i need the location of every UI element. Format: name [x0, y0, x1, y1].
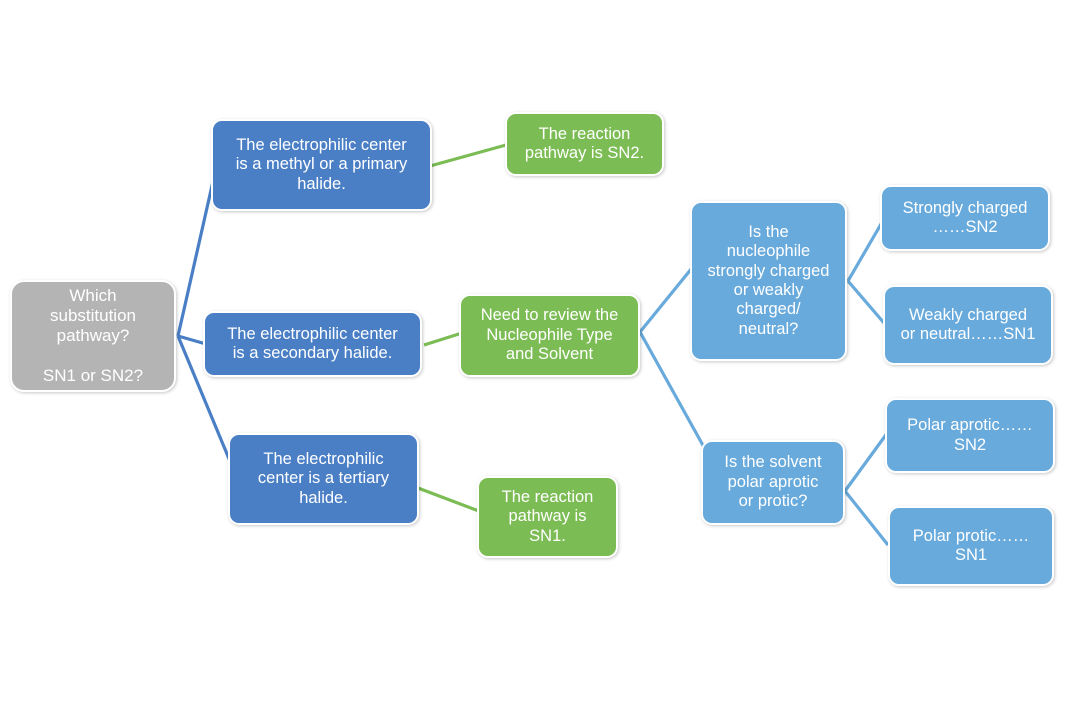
node-result-sn1-label: The reaction pathway is SN1.	[501, 487, 594, 545]
node-root-question-label: Which substitution pathway? SN1 or SN2?	[42, 285, 144, 386]
edge-solvent-to-polar-protic	[843, 490, 890, 546]
node-question-nucleophile[interactable]: Is the nucleophile strongly charged or w…	[690, 201, 847, 361]
node-answer-strongly-charged[interactable]: Strongly charged ……SN2	[880, 185, 1050, 251]
node-review-nucleophile-solvent[interactable]: Need to review the Nucleophile Type and …	[459, 294, 640, 377]
node-primary-halide[interactable]: The electrophilic center is a methyl or …	[211, 119, 432, 211]
node-answer-polar-protic[interactable]: Polar protic…… SN1	[888, 506, 1054, 586]
node-answer-strongly-charged-label: Strongly charged ……SN2	[902, 198, 1028, 236]
node-secondary-halide-label: The electrophilic center is a secondary …	[227, 324, 398, 362]
node-root-question[interactable]: Which substitution pathway? SN1 or SN2?	[10, 280, 176, 392]
node-answer-weakly-charged[interactable]: Weakly charged or neutral……SN1	[883, 285, 1053, 365]
node-question-nucleophile-label: Is the nucleophile strongly charged or w…	[707, 222, 830, 338]
node-answer-polar-protic-label: Polar protic…… SN1	[912, 526, 1030, 564]
edge-secondary-to-review	[423, 331, 463, 347]
node-answer-polar-aprotic[interactable]: Polar aprotic…… SN2	[885, 398, 1055, 473]
node-answer-polar-aprotic-label: Polar aprotic…… SN2	[907, 416, 1033, 454]
node-tertiary-halide[interactable]: The electrophilic center is a tertiary h…	[228, 433, 419, 525]
edge-review-to-nucleophile-question	[638, 266, 694, 334]
node-answer-weakly-charged-label: Weakly charged or neutral……SN1	[900, 305, 1036, 343]
edge-root-to-secondary	[177, 334, 207, 346]
node-primary-halide-label: The electrophilic center is a methyl or …	[235, 135, 408, 193]
node-secondary-halide[interactable]: The electrophilic center is a secondary …	[203, 311, 422, 377]
node-review-nucleophile-solvent-label: Need to review the Nucleophile Type and …	[480, 306, 619, 364]
node-result-sn2-label: The reaction pathway is SN2.	[524, 124, 645, 162]
node-tertiary-halide-label: The electrophilic center is a tertiary h…	[257, 449, 390, 507]
node-question-solvent-label: Is the solvent polar aprotic or protic?	[724, 453, 822, 511]
node-question-solvent[interactable]: Is the solvent polar aprotic or protic?	[701, 440, 845, 525]
node-result-sn1[interactable]: The reaction pathway is SN1.	[477, 476, 618, 558]
edge-primary-to-sn2	[429, 143, 507, 168]
node-result-sn2[interactable]: The reaction pathway is SN2.	[505, 112, 664, 176]
edge-solvent-to-polar-aprotic	[843, 431, 890, 492]
